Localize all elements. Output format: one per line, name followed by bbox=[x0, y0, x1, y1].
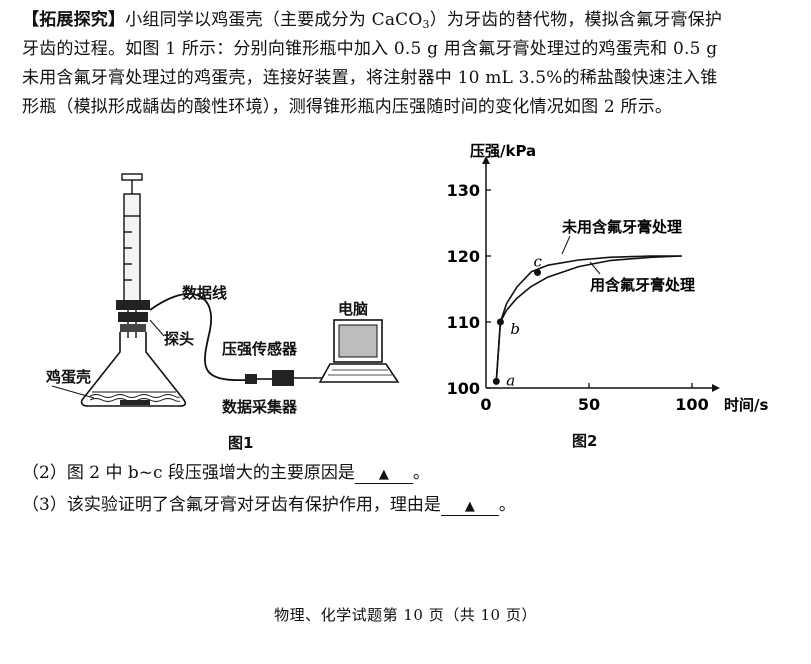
question-2-answer-blank[interactable]: ▲ bbox=[354, 467, 413, 484]
x-tick-label: 100 bbox=[675, 395, 708, 414]
label-data-collector: 数据采集器 bbox=[222, 398, 298, 416]
label-data-cable: 数据线 bbox=[182, 284, 228, 302]
point-label-b: b bbox=[510, 320, 520, 338]
y-tick-label: 130 bbox=[447, 181, 480, 200]
point-label-c: c bbox=[534, 253, 543, 271]
x-tick-label: 50 bbox=[578, 395, 600, 414]
series-label-2: 用含氟牙膏处理 bbox=[590, 276, 695, 294]
eggshell-sample bbox=[120, 400, 150, 405]
y-tick-label: 110 bbox=[447, 313, 480, 332]
x-tick-label: 0 bbox=[480, 395, 491, 414]
question-3-text: （3）该实验证明了含氟牙膏对牙齿有保护作用，理由是 bbox=[22, 495, 441, 515]
question-3: （3）该实验证明了含氟牙膏对牙齿有保护作用，理由是▲。 bbox=[22, 490, 516, 516]
page-footer: 物理、化学试题第 10 页（共 10 页） bbox=[274, 606, 537, 624]
apparatus-drawing bbox=[51, 173, 400, 407]
label-computer: 电脑 bbox=[338, 300, 369, 318]
series-line-1 bbox=[495, 255, 682, 382]
y-axis-label: 压强/kPa bbox=[470, 142, 536, 160]
section-heading: 【拓展探究】 bbox=[22, 10, 126, 30]
intro-line-1-b: ）为牙齿的替代物，模拟含氟牙膏保护 bbox=[429, 10, 723, 30]
intro-paragraph: 【拓展探究】小组同学以鸡蛋壳（主要成分为 CaCO3）为牙齿的替代物，模拟含氟牙… bbox=[22, 6, 794, 122]
intro-line-1: 【拓展探究】小组同学以鸡蛋壳（主要成分为 CaCO3）为牙齿的替代物，模拟含氟牙… bbox=[22, 6, 794, 35]
series-2-leader bbox=[589, 261, 601, 275]
point-a bbox=[492, 377, 500, 385]
intro-line-2: 牙齿的过程。如图 1 所示：分别向锥形瓶中加入 0.5 g 用含氟牙膏处理过的鸡… bbox=[22, 39, 718, 59]
y-tick-label: 120 bbox=[447, 247, 480, 266]
intro-line-4: 形瓶（模拟形成龋齿的酸性环境），测得锥形瓶内压强随时间的变化情况如图 2 所示。 bbox=[22, 97, 673, 117]
question-2-end: 。 bbox=[412, 463, 430, 483]
data-collector bbox=[272, 370, 294, 386]
series-line-2 bbox=[495, 255, 682, 382]
figure-1-apparatus: 数据线 探头 压强传感器 电脑 鸡蛋壳 数据采集器 图1 bbox=[32, 160, 432, 452]
question-2: （2）图 2 中 b~c 段压强增大的主要原因是▲。 bbox=[22, 458, 430, 484]
probe-pointer bbox=[149, 319, 165, 337]
point-b bbox=[496, 318, 504, 326]
computer bbox=[318, 319, 400, 383]
label-pressure-sensor: 压强传感器 bbox=[222, 340, 298, 358]
question-3-answer-blank[interactable]: ▲ bbox=[440, 499, 499, 516]
intro-line-1-a: 小组同学以鸡蛋壳（主要成分为 CaCO bbox=[125, 10, 423, 30]
x-axis-label: 时间/s bbox=[724, 396, 768, 414]
question-2-text: （2）图 2 中 b~c 段压强增大的主要原因是 bbox=[22, 463, 355, 483]
y-axis-arrow bbox=[482, 156, 490, 164]
series-label-1: 未用含氟牙膏处理 bbox=[561, 218, 682, 236]
eggshell-pointer bbox=[51, 385, 95, 399]
figure-2-chart: 100 110 120 130 0 50 100 压强/kPa 时间/s 未用含氟牙膏处理用含氟牙… bbox=[440, 140, 780, 450]
question-3-end: 。 bbox=[498, 495, 516, 515]
figure-2-caption: 图2 bbox=[572, 432, 598, 450]
pressure-time-chart: 100 110 120 130 0 50 100 压强/kPa 时间/s 未用含氟牙膏处理用含氟牙… bbox=[447, 142, 769, 414]
y-tick-label: 100 bbox=[447, 379, 480, 398]
data-cable bbox=[149, 293, 248, 381]
pressure-sensor bbox=[245, 374, 257, 384]
rubber-stopper bbox=[116, 300, 150, 332]
intro-line-3: 未用含氟牙膏处理过的鸡蛋壳，连接好装置，将注射器中 10 mL 3.5%的稀盐酸… bbox=[22, 68, 718, 88]
label-probe: 探头 bbox=[164, 330, 195, 348]
figure-1-caption: 图1 bbox=[228, 434, 254, 452]
point-label-a: a bbox=[506, 371, 515, 389]
series-1-leader bbox=[561, 235, 571, 255]
point-c bbox=[534, 269, 541, 276]
x-axis-arrow bbox=[712, 384, 720, 392]
formula-subscript: 3 bbox=[422, 18, 430, 31]
label-eggshell: 鸡蛋壳 bbox=[46, 368, 92, 386]
